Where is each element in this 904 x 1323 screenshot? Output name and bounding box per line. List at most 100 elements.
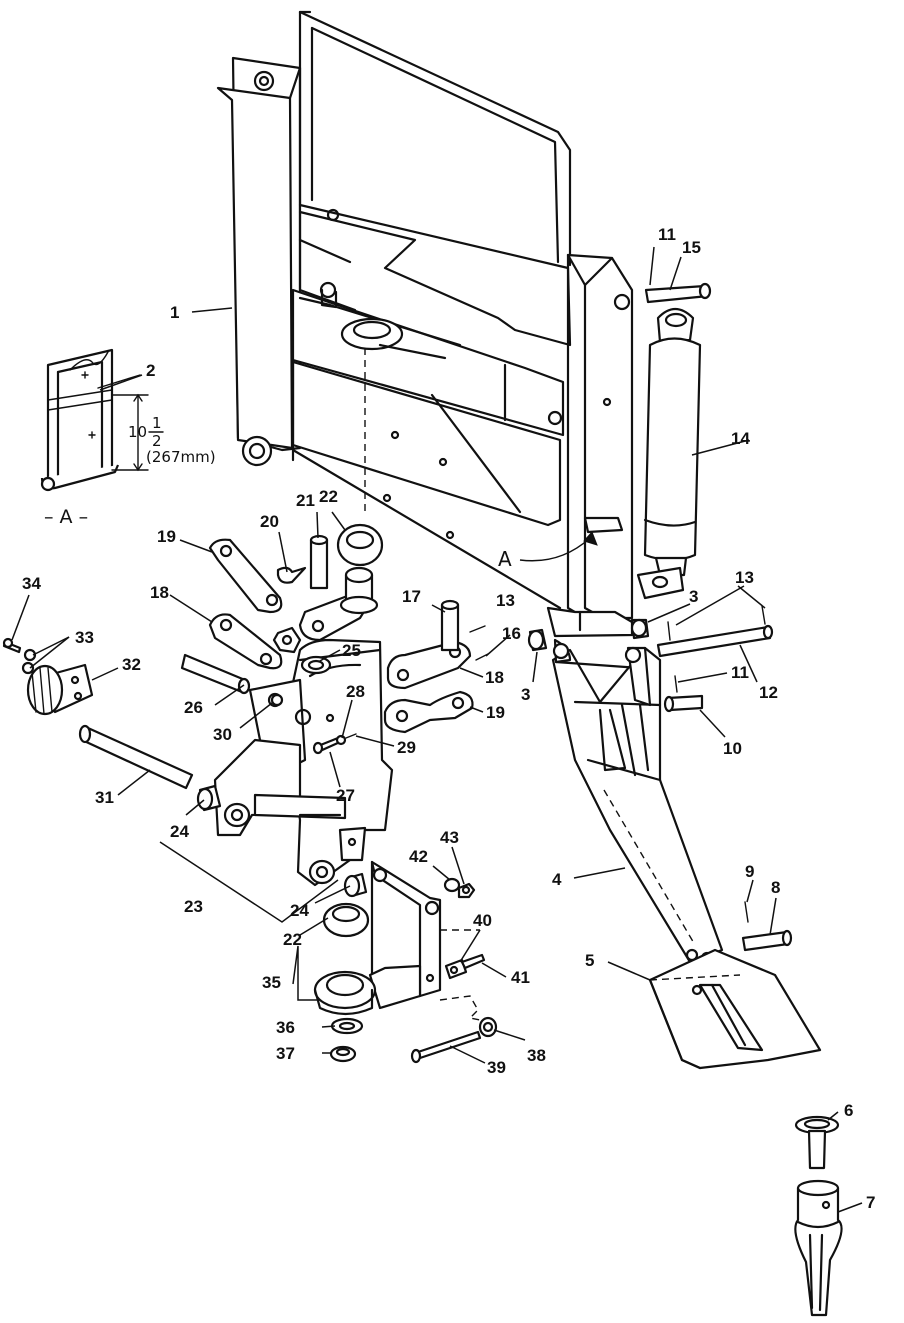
nut-43-bore bbox=[461, 885, 471, 895]
callout-34: 34 bbox=[22, 574, 41, 593]
callout-18-right: 18 bbox=[485, 668, 504, 687]
callout-22-top: 22 bbox=[319, 487, 338, 506]
callout-24-left: 24 bbox=[170, 822, 189, 841]
callout-9: 9 bbox=[745, 862, 754, 881]
cotter-13b bbox=[667, 621, 671, 641]
pin-8-head bbox=[781, 929, 793, 947]
washer-36-bore bbox=[338, 1021, 356, 1031]
pin-29 bbox=[345, 733, 357, 739]
callout-4: 4 bbox=[552, 870, 562, 889]
callout-24-right: 24 bbox=[290, 901, 309, 920]
washer-38-bore bbox=[482, 1021, 494, 1033]
pin-12 bbox=[656, 625, 772, 658]
callout-31: 31 bbox=[95, 788, 114, 807]
callout-41: 41 bbox=[511, 968, 530, 987]
dimension-whole: 10 bbox=[128, 423, 147, 441]
washer-38 bbox=[478, 1016, 498, 1038]
callout-11-lower: 11 bbox=[731, 663, 749, 682]
pin-21-top bbox=[309, 534, 329, 546]
callout-15: 15 bbox=[682, 238, 701, 257]
part-7-point bbox=[794, 1179, 843, 1317]
nut-33b bbox=[21, 661, 35, 675]
callout-23: 23 bbox=[184, 897, 203, 916]
cotter-13a bbox=[761, 605, 766, 625]
leader-lines bbox=[11, 246, 863, 1213]
callout-35: 35 bbox=[262, 973, 281, 992]
shoe-5 bbox=[648, 948, 822, 1070]
callout-5: 5 bbox=[585, 951, 594, 970]
washer-42 bbox=[443, 877, 461, 893]
callout-28: 28 bbox=[346, 682, 365, 701]
callout-39: 39 bbox=[487, 1058, 506, 1077]
nut-33a bbox=[23, 648, 37, 662]
callout-17: 17 bbox=[402, 587, 421, 606]
callout-13-upper: 13 bbox=[735, 568, 754, 587]
callout-14: 14 bbox=[731, 429, 750, 448]
callout-37: 37 bbox=[276, 1044, 295, 1063]
callout-30: 30 bbox=[213, 725, 232, 744]
nut-43 bbox=[457, 882, 476, 899]
callout-21: 21 bbox=[296, 491, 315, 510]
bushing-22-bottom-bore bbox=[331, 905, 361, 923]
washer-36 bbox=[330, 1017, 364, 1035]
callout-43: 43 bbox=[440, 828, 459, 847]
detail-view-a bbox=[40, 348, 149, 492]
bolt-27-head bbox=[312, 741, 324, 755]
pin-10-head bbox=[663, 695, 675, 713]
bracket-35 bbox=[313, 860, 442, 1016]
callout-22-bottom: 22 bbox=[283, 930, 302, 949]
centerline-bolt bbox=[439, 995, 491, 1023]
bushing-22-top-bore bbox=[345, 530, 375, 550]
pin-8 bbox=[741, 930, 790, 952]
swing-casting bbox=[213, 566, 394, 887]
bushing-24-left-end bbox=[196, 787, 214, 811]
callout-12: 12 bbox=[759, 683, 778, 702]
cotter-16 bbox=[475, 653, 489, 661]
callout-26: 26 bbox=[184, 698, 203, 717]
callout-18-left: 18 bbox=[150, 583, 169, 602]
dimension-fraction-den: 2 bbox=[152, 432, 162, 450]
boom-arm bbox=[551, 638, 724, 965]
bolt-39-head bbox=[410, 1048, 422, 1064]
callout-42: 42 bbox=[409, 847, 428, 866]
cotter-11 bbox=[674, 675, 678, 693]
bushing-right-end bbox=[630, 618, 648, 638]
callout-27: 27 bbox=[336, 786, 355, 805]
nut-37-bore bbox=[335, 1047, 351, 1057]
view-a-label: A bbox=[498, 547, 512, 571]
dimension-metric: (267mm) bbox=[146, 448, 216, 466]
callout-25: 25 bbox=[342, 641, 361, 660]
cotter-9 bbox=[744, 901, 749, 923]
bolt-39 bbox=[416, 1030, 482, 1060]
callout-7: 7 bbox=[866, 1193, 875, 1212]
bushing-24-right-end bbox=[343, 874, 361, 898]
grease-fitting-28 bbox=[325, 713, 335, 723]
callout-8: 8 bbox=[771, 878, 780, 897]
callout-11-upper: 11 bbox=[658, 225, 676, 244]
hydraulic-cylinder bbox=[636, 282, 712, 600]
callout-10: 10 bbox=[723, 739, 742, 758]
callout-2: 2 bbox=[146, 361, 155, 380]
nut-25-hole bbox=[281, 634, 293, 646]
clip-20 bbox=[276, 566, 307, 584]
callout-33: 33 bbox=[75, 628, 94, 647]
main-frame bbox=[216, 10, 634, 638]
bolt-26 bbox=[180, 653, 247, 694]
callout-1: 1 bbox=[170, 303, 179, 322]
mount-32 bbox=[26, 663, 94, 716]
view-a-arrowhead bbox=[583, 531, 598, 546]
callout-19-left: 19 bbox=[157, 527, 176, 546]
nut-40-bore bbox=[449, 965, 459, 975]
bushing-30 bbox=[270, 693, 284, 707]
bushing-left-end bbox=[527, 629, 545, 651]
callout-36: 36 bbox=[276, 1018, 295, 1037]
callout-32: 32 bbox=[122, 655, 141, 674]
dimension-fraction-num: 1 bbox=[152, 414, 162, 432]
view-a-arrow bbox=[519, 537, 591, 562]
callout-6: 6 bbox=[844, 1101, 853, 1120]
callout-38: 38 bbox=[527, 1046, 546, 1065]
pin-21 bbox=[309, 538, 329, 590]
callout-19-right: 19 bbox=[486, 703, 505, 722]
